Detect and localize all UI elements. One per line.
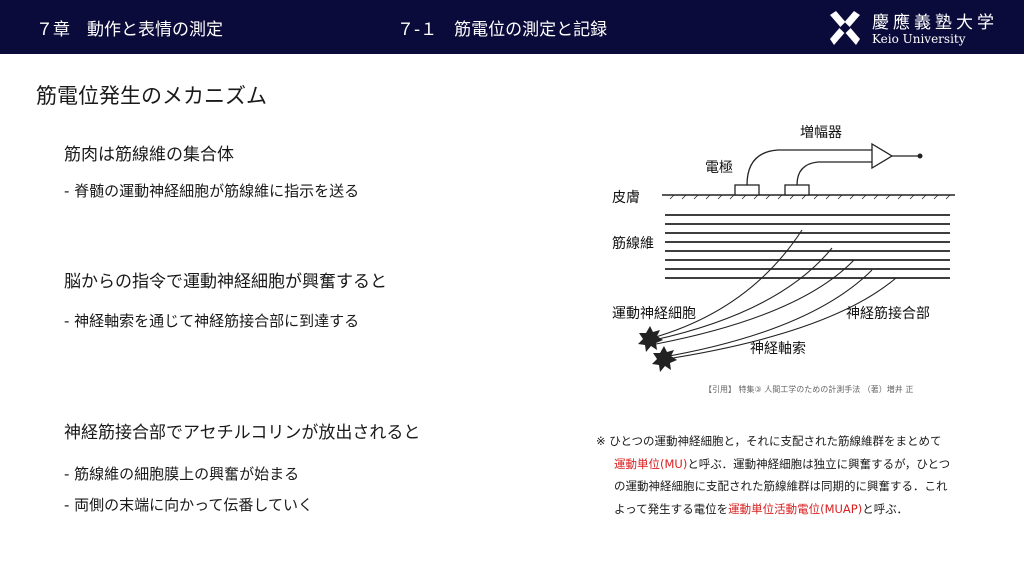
label-motor-neuron: 運動神経細胞 xyxy=(612,306,696,322)
electrode-2 xyxy=(784,184,810,196)
bullet-sub-3-2: - 両側の末端に向かって伝番していく xyxy=(64,496,313,514)
motor-neuron-2 xyxy=(652,346,677,372)
header-bar: ７章 動作と表情の測定 ７-１ 筋電位の測定と記録 慶應義塾大学 Keio Un… xyxy=(0,0,1024,54)
axons xyxy=(651,229,897,361)
output-terminal xyxy=(917,153,923,159)
label-electrode: 電極 xyxy=(705,160,733,176)
amplifier-symbol xyxy=(871,142,894,170)
figure-citation: 【引用】 特集③ 人間工学のための計測手法 （著）増井 正 xyxy=(704,385,914,394)
bullet-main-3: 神経筋接合部でアセチルコリンが放出されると xyxy=(64,423,421,443)
logo-english: Keio University xyxy=(872,32,966,46)
chapter-title: ７章 動作と表情の測定 xyxy=(36,20,223,40)
section-title: ７-１ 筋電位の測定と記録 xyxy=(397,20,608,40)
note-line-2: 運動単位(MU)と呼ぶ．運動神経細胞は独立に興奮するが，ひとつ xyxy=(596,453,996,476)
skin-hatch xyxy=(669,194,951,200)
note-line-3: の運動神経細胞に支配された筋線維群は同期的に興奮する．これ xyxy=(614,479,948,493)
emg-mechanism-diagram: 増幅器 電極 皮膚 筋線維 運動神経細胞 神経筋接合部 神経軸索 xyxy=(612,125,955,372)
note-line-4: よって発生する電位を運動単位活動電位(MUAP)と呼ぶ． xyxy=(596,498,996,521)
note-line-4-post: と呼ぶ． xyxy=(862,501,908,516)
term-muap: 運動単位活動電位(MUAP) xyxy=(728,501,863,516)
page-title: 筋電位発生のメカニズム xyxy=(36,84,267,108)
muscle-fibers xyxy=(665,214,950,279)
university-logo: 慶應義塾大学 Keio University xyxy=(824,8,1014,48)
electrode-wire-2 xyxy=(796,161,872,186)
electrode-1 xyxy=(734,184,760,196)
label-amplifier: 増幅器 xyxy=(800,125,842,141)
note-line-1: ※ ひとつの運動神経細胞と，それに支配された筋線維群をまとめて xyxy=(596,434,942,448)
bullet-sub-2-1: - 神経軸索を通じて神経筋接合部に到達する xyxy=(64,312,360,330)
label-skin: 皮膚 xyxy=(612,190,640,206)
bullet-sub-3-1: - 筋線維の細胞膜上の興奮が始まる xyxy=(64,465,300,483)
bullet-main-1: 筋肉は筋線維の集合体 xyxy=(64,145,234,165)
label-axon: 神経軸索 xyxy=(750,340,806,357)
electrode-wire-1 xyxy=(746,149,872,186)
label-muscle-fiber: 筋線維 xyxy=(612,235,654,252)
note-line-2-text: と呼ぶ．運動神経細胞は独立に興奮するが，ひとつ xyxy=(687,456,951,471)
bullet-sub-1-1: - 脊髄の運動神経細胞が筋線維に指示を送る xyxy=(64,182,360,200)
motor-neuron-1 xyxy=(638,326,663,352)
pen-cross-icon xyxy=(830,11,860,45)
note-line-4-pre: よって発生する電位を xyxy=(614,501,729,516)
term-motor-unit: 運動単位(MU) xyxy=(614,456,688,471)
note-block: ※ ひとつの運動神経細胞と，それに支配された筋線維群をまとめて 運動単位(MU)… xyxy=(596,430,996,520)
logo-kanji: 慶應義塾大学 xyxy=(872,13,998,33)
bullet-main-2: 脳からの指令で運動神経細胞が興奮すると xyxy=(64,272,387,292)
label-nmj: 神経筋接合部 xyxy=(846,305,930,322)
